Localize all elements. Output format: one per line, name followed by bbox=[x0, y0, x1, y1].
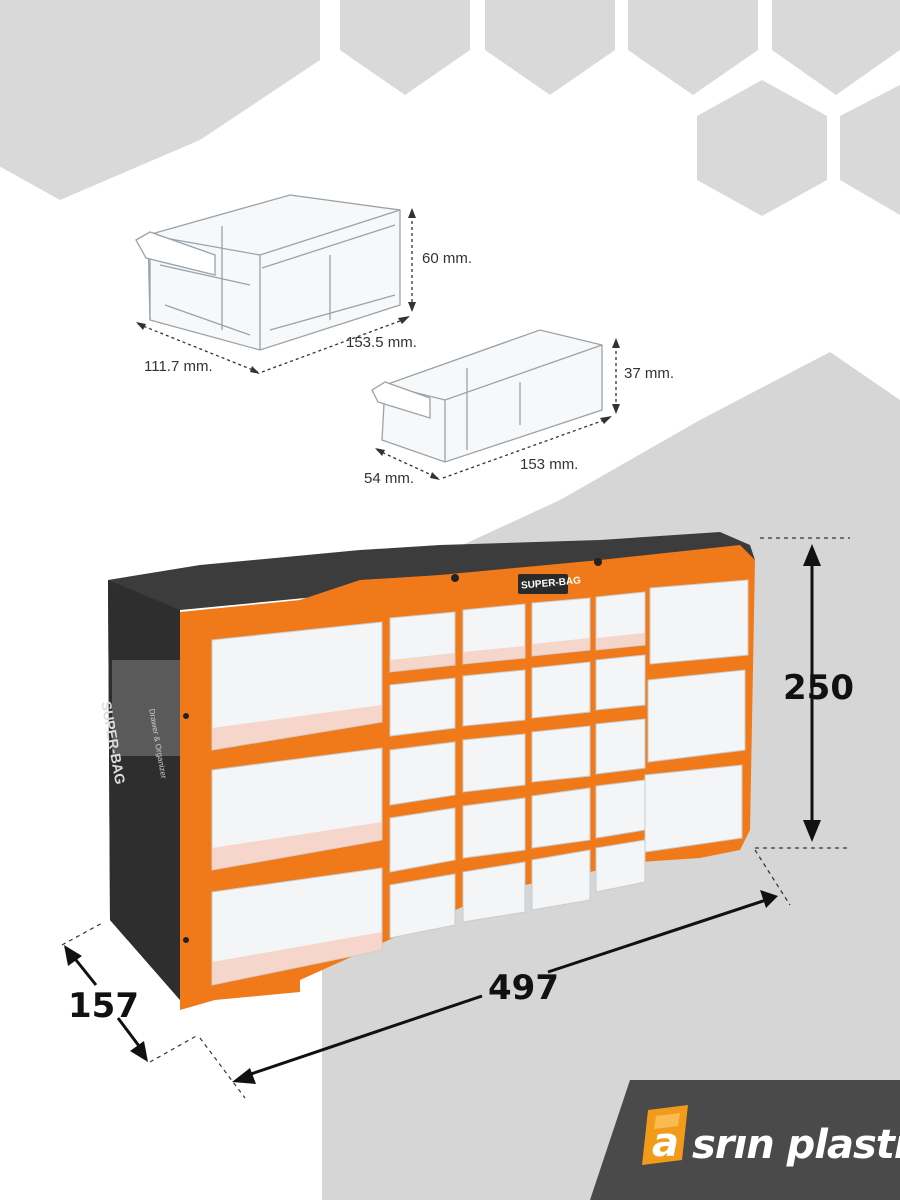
mini-drawer-height-label: 37 mm. bbox=[624, 365, 675, 382]
small-drawer-drawing bbox=[135, 194, 401, 351]
brand-logo-icon bbox=[642, 1105, 688, 1165]
brand-logo: a srın plastik bbox=[640, 1118, 900, 1178]
mini-drawer-width-label: 54 mm. bbox=[364, 470, 415, 487]
cabinet-dimension-arrows bbox=[70, 560, 814, 1078]
small-drawer-length-label: 153.5 mm. bbox=[346, 334, 417, 351]
small-drawer-height-label: 60 mm. bbox=[422, 250, 473, 267]
small-drawer-arrowheads bbox=[136, 208, 416, 374]
cabinet-dimension-guides bbox=[61, 537, 850, 1099]
cabinet bbox=[108, 532, 755, 1010]
brand-logo-letter: a bbox=[652, 1120, 679, 1166]
mini-drawer-drawing bbox=[371, 329, 603, 463]
small-drawer-dimension-lines bbox=[137, 215, 413, 373]
cabinet-height-label: 250 bbox=[783, 668, 854, 708]
mini-drawer-length-label: 153 mm. bbox=[520, 456, 579, 473]
cabinet-arrowheads bbox=[64, 544, 821, 1084]
mini-drawer-arrowheads bbox=[375, 338, 620, 480]
brand-name: srın plastik bbox=[692, 1122, 900, 1168]
hexagon-background bbox=[0, 0, 900, 216]
cabinet-depth-label: 157 bbox=[68, 986, 139, 1026]
mini-drawer-dimension-lines bbox=[376, 345, 617, 479]
small-drawer-width-label: 111.7 mm. bbox=[144, 358, 213, 375]
cabinet-width-label: 497 bbox=[488, 968, 559, 1008]
